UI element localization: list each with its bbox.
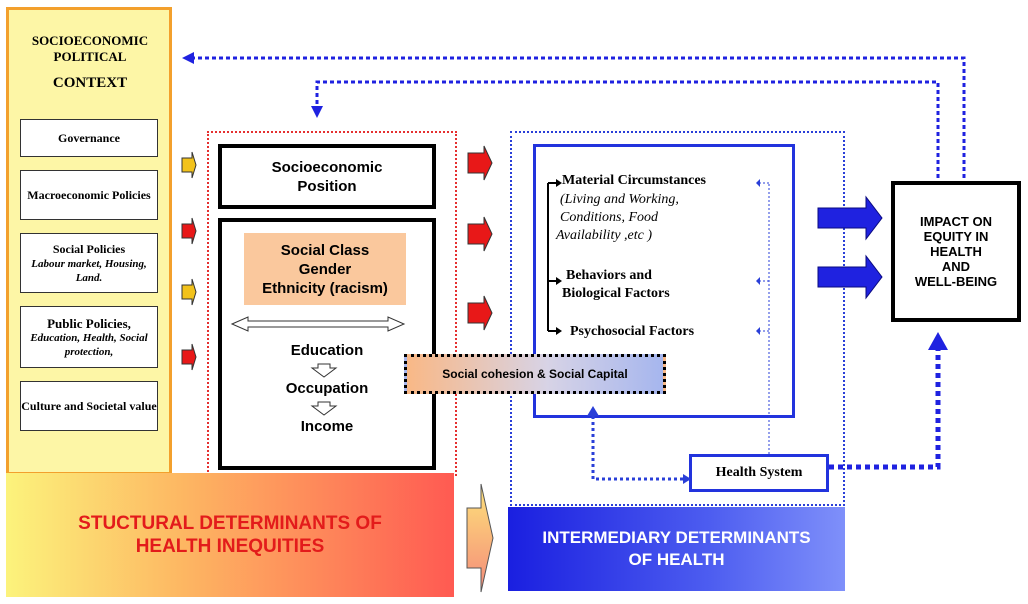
- material-detail-line: Conditions, Food: [560, 210, 659, 225]
- socioeconomic-position-title: Socioeconomic Position: [271, 158, 383, 195]
- impact-line: EQUITY IN: [923, 229, 989, 244]
- behaviors-label: Behaviors and Biological Factors: [562, 267, 762, 303]
- blue-arrow-2: [817, 254, 883, 300]
- material-circumstances-label: Material Circumstances: [562, 173, 706, 188]
- context-title-line3: CONTEXT: [52, 75, 128, 91]
- red-arrow-4: [467, 216, 493, 252]
- red-arrow-3: [467, 145, 493, 181]
- feedback-structural-arrowhead: [311, 106, 323, 118]
- red-arrow-2: [181, 343, 197, 371]
- down-arrow-icon: [310, 363, 338, 378]
- material-detail-line: (Living and Working,: [560, 192, 679, 207]
- ethnicity-label: Ethnicity (racism): [262, 279, 388, 297]
- cohesion-health-link: [591, 416, 689, 481]
- social-cohesion-label: Social cohesion & Social Capital: [442, 367, 628, 381]
- context-item-label: Social Policies: [52, 241, 126, 256]
- structural-band-line: STUCTURAL DETERMINANTS OF: [78, 513, 382, 534]
- material-detail-line: Availability ,etc ): [556, 228, 653, 243]
- intermediary-band-line: INTERMEDIARY DETERMINANTS: [542, 528, 811, 547]
- context-title-line2: POLITICAL: [53, 49, 127, 64]
- biological-line: Biological Factors: [562, 286, 670, 301]
- context-item-label: Culture and Societal value: [21, 398, 157, 413]
- impact-line: AND: [941, 259, 971, 274]
- social-class-box: Social Class Gender Ethnicity (racism): [244, 233, 406, 305]
- yellow-arrow-1: [181, 151, 197, 179]
- social-class-label: Social Class: [280, 241, 370, 259]
- red-arrow-1: [181, 217, 197, 245]
- feedback-arrowhead: [756, 327, 760, 335]
- context-item-label: Public Policies,: [47, 315, 131, 331]
- bracket-arrow-icon: [556, 179, 562, 187]
- social-cohesion-box: Social cohesion & Social Capital: [404, 354, 666, 394]
- bracket-arrow-icon: [556, 327, 562, 335]
- context-public-policies: Public Policies, Education, Health, Soci…: [20, 306, 158, 368]
- impact-context-feedback: [194, 56, 966, 178]
- cohesion-arrowhead: [587, 406, 599, 416]
- blue-arrow-1: [817, 195, 883, 241]
- material-detail: (Living and Working, Conditions, Food Av…: [556, 191, 760, 245]
- structural-band-line: HEALTH INEQUITIES: [135, 536, 325, 557]
- intermediary-determinants-band: INTERMEDIARY DETERMINANTS OF HEALTH: [508, 507, 845, 591]
- context-title-line1: SOCIOECONOMIC: [31, 33, 149, 48]
- health-impact-arrowhead: [928, 332, 948, 350]
- health-system-label: Health System: [715, 465, 803, 480]
- impact-line: IMPACT ON: [920, 214, 992, 229]
- context-culture: Culture and Societal value: [20, 381, 158, 431]
- impact-structural-feedback: [315, 80, 940, 178]
- income-label: Income: [300, 418, 354, 435]
- context-item-label: Governance: [58, 130, 120, 145]
- intermediary-frame: [510, 131, 845, 506]
- impact-line: WELL-BEING: [914, 274, 998, 289]
- yellow-arrow-2: [181, 278, 197, 306]
- context-macroeconomic: Macroeconomic Policies: [20, 170, 158, 220]
- red-arrow-5: [467, 295, 493, 331]
- cohesion-arrowhead: [683, 474, 691, 484]
- band-connector-arrow: [466, 483, 494, 593]
- context-title: SOCIOECONOMIC POLITICAL CONTEXT: [20, 33, 160, 91]
- psychosocial-label: Psychosocial Factors: [570, 324, 695, 339]
- education-label: Education: [290, 342, 364, 359]
- impact-line: HEALTH: [930, 244, 982, 259]
- context-item-sub: Education, Health, Social protection,: [30, 331, 148, 358]
- structural-determinants-band: STUCTURAL DETERMINANTS OF HEALTH INEQUIT…: [6, 473, 454, 597]
- double-arrow-icon: [230, 316, 406, 332]
- down-arrow-icon: [310, 401, 338, 416]
- feedback-tick: [760, 182, 769, 332]
- occupation-label: Occupation: [285, 380, 369, 397]
- context-governance: Governance: [20, 119, 158, 157]
- context-item-label: Macroeconomic Policies: [27, 187, 151, 202]
- context-item-sub: Labour market, Housing, Land.: [31, 257, 147, 284]
- impact-box: IMPACT ON EQUITY IN HEALTH AND WELL-BEIN…: [891, 181, 1021, 322]
- feedback-arrowhead: [756, 277, 760, 285]
- feedback-arrowhead: [756, 179, 760, 187]
- health-impact-link: [829, 346, 941, 470]
- bracket-arrow-icon: [556, 277, 562, 285]
- health-system-box: Health System: [689, 454, 829, 492]
- context-social-policies: Social Policies Labour market, Housing, …: [20, 233, 158, 293]
- feedback-context-arrowhead: [182, 52, 194, 64]
- behaviors-line: Behaviors and: [566, 268, 652, 283]
- intermediary-band-line: OF HEALTH: [628, 550, 725, 569]
- socioeconomic-position-box: Socioeconomic Position: [218, 144, 436, 209]
- gender-label: Gender: [298, 260, 352, 278]
